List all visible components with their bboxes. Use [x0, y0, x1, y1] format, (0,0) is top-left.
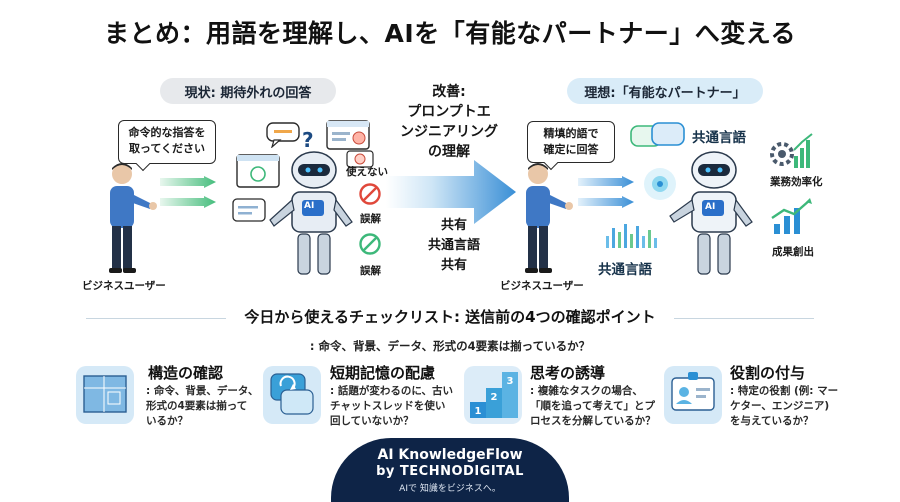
shared-language-text: 共有 共通言語 共有	[427, 218, 480, 273]
growth-chart-icon	[771, 198, 812, 234]
steps-icon: 1 2 3	[464, 366, 522, 424]
brand-tagline: AIで 知識をビジネスへ。	[399, 484, 501, 494]
transfer-arrows-icon	[160, 176, 216, 208]
chat-bubble-icon	[266, 122, 300, 148]
id-badge-icon	[664, 366, 722, 424]
page-title: まとめ：用語を理解し、AIを「有能なパートナー」へ変える	[104, 19, 796, 48]
step-number-2: 2	[491, 392, 498, 403]
robot-ai-badge: AI	[304, 201, 315, 211]
item-desc-role: : 特定の役割 (例: マー ケター、エンジニア) を与えているか？	[730, 385, 839, 427]
business-user-icon-2	[525, 163, 573, 273]
ideal-state-label: 理想:「有能なパートナー」	[567, 78, 763, 104]
brand-name: AI KnowledgeFlow	[377, 447, 523, 463]
item-desc-memory: : 話題が変わるのに、古い チャットスレッドを使い 回していないか？	[330, 385, 454, 427]
ideal-speech-bubble: 精填的語で 確定に回答	[527, 121, 615, 163]
ai-robot-icon-2	[669, 151, 753, 275]
user-speech-bubble: 命令的な指答を 取ってください	[118, 120, 216, 164]
gear-chart-icon	[770, 133, 813, 168]
checklist-subtitle: : 命令、背景、データ、形式の4要素は揃っているか？	[309, 339, 591, 353]
item-desc-thinking: : 複雑なタスクの場合、 「順を追って考えて」とプ ロセスを分解しているか？	[530, 385, 656, 427]
right-user-label: ビジネスユーザー	[500, 280, 584, 292]
ai-chat-icon	[232, 198, 266, 222]
divider-left	[86, 318, 226, 319]
issue-label-unusable: 使えない	[346, 166, 388, 178]
improvement-title: 改善: プロンプトエ ンジニアリング の理解	[400, 84, 498, 160]
robot-ai-badge-2: AI	[705, 202, 716, 212]
divider-right	[674, 318, 814, 319]
item-title-role: 役割の付与	[730, 364, 806, 382]
issue-label-misunderstanding-1: 誤解	[360, 213, 381, 225]
question-mark-icon: ?	[302, 128, 314, 152]
current-state-label: 現状: 期待外れの回答	[160, 78, 336, 104]
angry-chat-icon	[346, 150, 374, 168]
common-language-top: 共通言語	[692, 130, 746, 146]
profile-card-icon	[236, 154, 280, 188]
brand-company: by TECHNODIGITAL	[376, 464, 524, 479]
document-icon	[326, 120, 370, 150]
conversation-icon	[630, 122, 685, 147]
prohibited-icon	[359, 183, 381, 205]
improvement-arrow-icon	[386, 160, 516, 224]
network-node-icon	[644, 168, 676, 200]
item-title-memory: 短期記憶の配慮	[330, 364, 436, 382]
ai-robot-icon	[269, 151, 353, 275]
prohibited-icon-2	[359, 233, 381, 255]
business-user-icon	[109, 163, 157, 273]
waveform-icon	[606, 224, 657, 248]
item-title-thinking: 思考の誘導	[530, 364, 606, 382]
step-number-3: 3	[507, 376, 514, 387]
item-desc-structure: : 命令、背景、データ、 形式の4要素は揃って いるか？	[146, 385, 259, 427]
step-number-1: 1	[475, 406, 482, 417]
refresh-chat-icon	[263, 366, 321, 424]
benefit-results: 成果創出	[772, 246, 814, 258]
blueprint-icon	[76, 366, 134, 424]
issue-label-misunderstanding-2: 誤解	[360, 265, 381, 277]
transfer-arrows-icon-2	[578, 176, 634, 208]
benefit-efficiency: 業務効率化	[770, 176, 823, 188]
checklist-title: 今日から使えるチェックリスト: 送信前の4つの確認ポイント	[244, 308, 656, 326]
common-language-bottom: 共通言語	[598, 262, 652, 278]
left-user-label: ビジネスユーザー	[82, 280, 166, 292]
item-title-structure: 構造の確認	[148, 364, 224, 382]
brand-footer: AI KnowledgeFlow by TECHNODIGITAL AIで 知識…	[331, 438, 569, 502]
